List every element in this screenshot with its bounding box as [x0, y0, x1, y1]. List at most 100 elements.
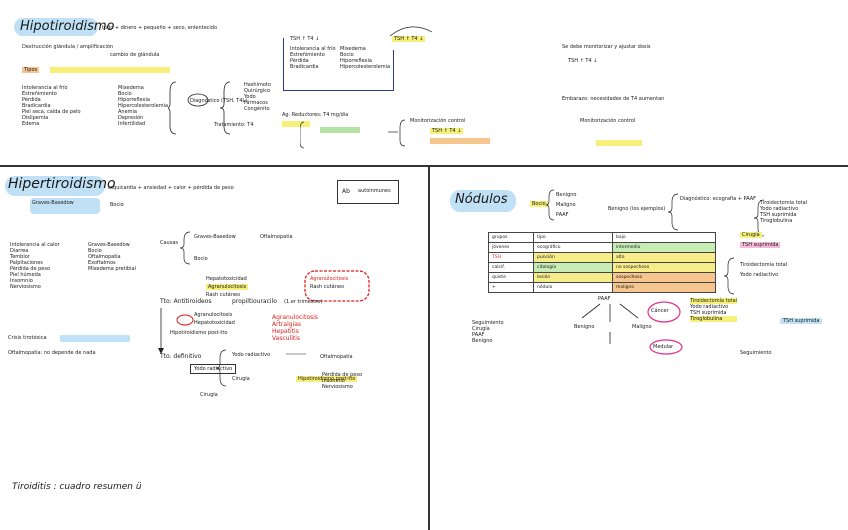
nod-title-highlight — [450, 190, 516, 212]
hiper-tto-item3: Hipotiroidismo post-tto — [170, 330, 228, 336]
hiper-ab-label: Ab — [342, 188, 350, 195]
nod-pink-1: TSH suprimida — [740, 242, 781, 248]
hipo-box-cell: Bradicardia — [290, 64, 319, 70]
nod-circled2: Medular — [653, 344, 674, 350]
hipo-right3: Embarazo: necesidades de T4 aumentan — [562, 96, 665, 102]
hiper-col-b: Graves-Basedow Bocio Oftalmopatía Exofta… — [88, 242, 136, 272]
nod-table-wrap: grupos tipo bajo jóvenes ecográfico inte… — [488, 232, 716, 293]
hipo-box-cell: Bocio — [340, 52, 354, 58]
hipo-box-cell: Estreñimiento — [290, 52, 325, 58]
hiper-right-item: Insomnio — [322, 378, 345, 384]
hipo-box-item: Hashimoto — [244, 82, 271, 88]
hiper-col-a-item: Pérdida de peso — [10, 266, 51, 272]
hiper-radio-hl: Hipotiroidismo post-tto — [296, 376, 358, 382]
hiper-col-a-item: Temblor — [10, 254, 30, 260]
table-cell: ecográfico — [533, 242, 613, 253]
hipo-tipos-highlight — [50, 67, 170, 73]
hiper-col-a-item: Insomnio — [10, 278, 33, 284]
hiper-effect1: Hepatotoxicidad — [206, 276, 247, 282]
hipo-box-cell: Pérdida — [290, 58, 309, 64]
hiper-red-item: Agranulocitosis — [272, 314, 318, 321]
hiper-tto-title: Tto: Antitiroideos — [160, 298, 212, 305]
hiper-col-a-item: Nerviosismo — [10, 284, 41, 290]
nod-bottom-list: Tiroidectomía total Yodo radiactivo TSH … — [690, 298, 738, 322]
tiroiditis-note: Tiroiditis : cuadro resumen ü — [12, 482, 142, 492]
nod-left-item: Benigno — [472, 338, 493, 344]
hiper-col-b-item: Mixedema pretibial — [88, 266, 136, 272]
hipo-tipos: Tipos — [22, 67, 40, 73]
hiper-col-a-item: Piel húmeda — [10, 272, 41, 278]
hiper-radio: Tto. definitivo — [160, 353, 202, 360]
nod-flow-top: PAAF — [598, 296, 611, 302]
hipo-note1-hl — [282, 121, 310, 127]
hipo-right4b: Monitorización control — [580, 118, 636, 124]
hiper-red-bubble — [304, 270, 370, 302]
nod-intro-item2: Maligno — [556, 202, 576, 208]
hipo-box-cell: Hipercolesterolemia — [340, 64, 391, 70]
table-cell: punción — [533, 252, 613, 263]
nod-right-item-b: Tiroidectomía total — [740, 262, 788, 268]
hipo-bracket-graphic — [168, 81, 231, 135]
nod-right-item-c: Yodo radiactivo — [740, 272, 779, 278]
hipo-col-b-item: Bocio — [118, 91, 132, 97]
nod-left-item: Cirugía — [472, 326, 490, 332]
table-cell: citología — [533, 262, 613, 273]
nod-right-brackets — [668, 193, 765, 295]
hiper-causas: Causas — [160, 240, 178, 246]
hiper-causas-bracket — [180, 231, 191, 265]
table-row: + nódulo maligno — [488, 282, 716, 293]
hiper-col-b-item: Bocio — [88, 248, 102, 254]
hipo-box-col1: Intolerancia al frío Estreñimiento Pérdi… — [290, 46, 336, 70]
hiper-col-a: Intolerancia al calor Diarrea Temblor Pa… — [10, 242, 60, 290]
nod-blue-note: TSH suprimida — [780, 318, 823, 324]
hiper-col-b-item: Exoftalmos — [88, 260, 116, 266]
hiper-radio-item2: Cirugía — [232, 376, 250, 382]
hiper-cause3: Oftalmopatía — [260, 234, 293, 240]
nod-bottom-item: Tiroidectomía total — [690, 298, 738, 304]
hiper-col-a-item: Intolerancia al calor — [10, 242, 60, 248]
hiper-cause2: Bocio — [194, 256, 208, 262]
hiper-bubble-text: Agranulocitosis — [310, 276, 349, 282]
nod-yellow-1: Cirugía — [740, 232, 762, 238]
section-divider-horizontal — [0, 165, 848, 167]
hiper-radio-box: Yodo radiactivo — [190, 364, 237, 374]
hiper-effect2: Agranulocitosis — [206, 284, 249, 290]
hipo-col-a: Intolerancia al frío Estreñimiento Pérdi… — [22, 85, 81, 127]
nod-flow-left: Benigno — [574, 324, 595, 330]
hiper-blue-note — [30, 198, 100, 214]
hiper-effect3: Rash cutáneo — [206, 292, 241, 298]
hipo-right-hl: TSH ↑ T4 ↓ — [430, 128, 464, 134]
hipo-title: Hipotiroidismo — [20, 19, 115, 34]
nod-intro: Bocio — [530, 201, 548, 207]
hipo-curve-graphic — [389, 26, 433, 37]
table-cell: + — [488, 282, 534, 293]
nod-flow-arrows — [581, 303, 639, 344]
hiper-note-a: Graves-Basedow — [32, 200, 74, 206]
hiper-bottom-left: Crisis tirotóxica — [8, 335, 47, 341]
hipo-arrows-graphic — [300, 119, 406, 149]
nod-bottom-item: TSH suprimida — [690, 310, 727, 316]
hiper-red-item: Vasculitis — [272, 335, 301, 342]
hipo-col-a-item: Bradicardia — [22, 103, 51, 109]
hipo-col-b-item: Hipercolesterolemia — [118, 103, 169, 109]
nod-flow-right: Maligno — [632, 324, 652, 330]
hipo-box-cell: Intolerancia al frío — [290, 46, 336, 52]
table-cell: TSH — [488, 252, 534, 263]
hiper-radio-bracket — [216, 349, 306, 387]
hiper-bubble-text2: Rash cutáneo — [310, 284, 345, 290]
hiper-right-item: Pérdida de peso — [322, 372, 363, 378]
hipo-box-item: Yodo — [244, 94, 256, 100]
hiper-bottom-left2: Oftalmopatía: no depende de nada — [8, 350, 96, 356]
nod-left-item: Seguimiento — [472, 320, 504, 326]
hipo-box-list: Hashimoto Quirúrgico Yodo Fármacos Congé… — [244, 82, 271, 112]
hiper-title: Hipertiroidismo — [8, 176, 116, 192]
nod-intro2: Benigno (los ejemplos) — [608, 206, 666, 212]
hipo-box-item: Fármacos — [244, 100, 268, 106]
hipo-right4: Monitorización control — [410, 118, 466, 124]
hipo-right2: Se debe monitorizar y ajustar dosis — [562, 44, 651, 50]
hipo-col-a-item: Estreñimiento — [22, 91, 57, 97]
hiper-red-item: Artralgias — [272, 321, 302, 328]
nod-right-note: Diagnóstico: ecografía + PAAF — [680, 196, 757, 202]
nod-left-item: PAAF — [472, 332, 485, 338]
hipo-col-b-item: Hiporreflexia — [118, 97, 150, 103]
